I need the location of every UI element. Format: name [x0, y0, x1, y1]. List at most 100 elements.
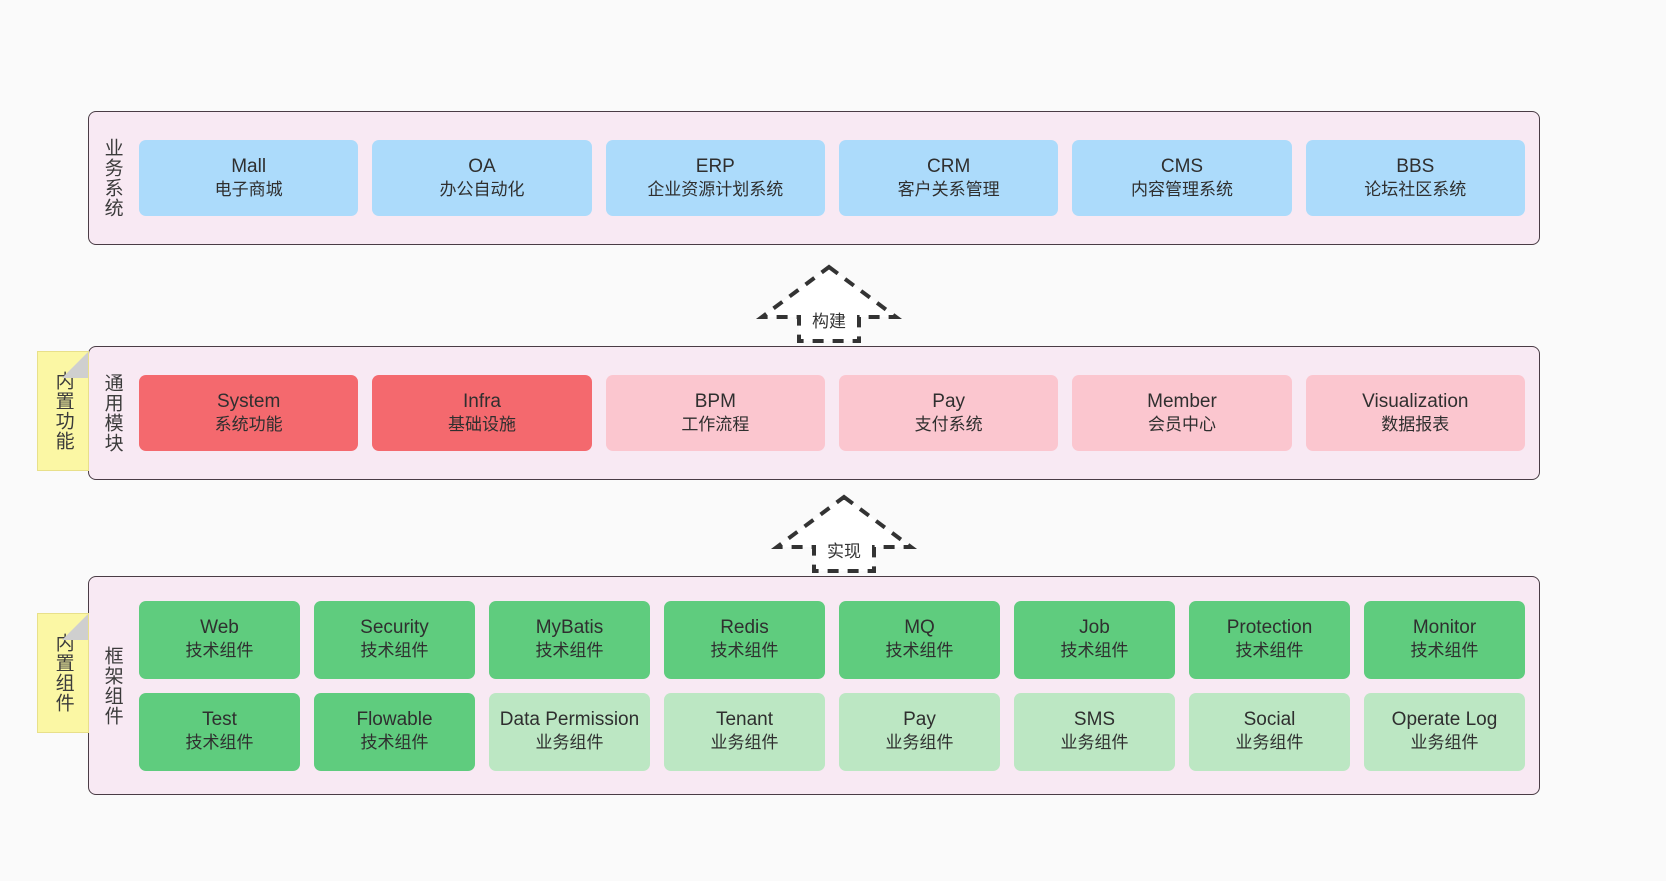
- cell-web[interactable]: Web 技术组件: [139, 600, 300, 679]
- cell-desc: 数据报表: [1381, 414, 1450, 434]
- cell-mybatis[interactable]: MyBatis 技术组件: [489, 600, 650, 679]
- cell-name: Monitor: [1412, 617, 1477, 639]
- cell-test[interactable]: Test 技术组件: [139, 692, 300, 771]
- cell-crm[interactable]: CRM 客户关系管理: [838, 140, 1059, 216]
- cell-name: Protection: [1226, 617, 1313, 639]
- cell-job[interactable]: Job 技术组件: [1014, 600, 1175, 679]
- cell-desc: 系统功能: [214, 414, 283, 434]
- cell-desc: 技术组件: [1235, 641, 1304, 661]
- cell-name: Data Permission: [499, 709, 640, 731]
- layer-body-framework-components: Web 技术组件 Security 技术组件 MyBatis 技术组件 Redi…: [135, 577, 1539, 794]
- build-arrow: 构建: [755, 262, 903, 344]
- cell-name: Security: [360, 617, 429, 639]
- cell-redis[interactable]: Redis 技术组件: [664, 600, 825, 679]
- cell-member[interactable]: Member 会员中心: [1072, 375, 1292, 451]
- cell-pay-biz[interactable]: Pay 业务组件: [839, 692, 1000, 771]
- cell-desc: 业务组件: [535, 733, 604, 753]
- cell-pay[interactable]: Pay 支付系统: [838, 375, 1059, 451]
- cell-mall[interactable]: Mall 电子商城: [139, 140, 359, 216]
- cell-desc: 工作流程: [681, 414, 750, 434]
- cell-name: MQ: [904, 617, 935, 639]
- layer-business-systems[interactable]: 业务系统 Mall 电子商城 OA 办公自动化 ERP 企业资源计划系统 CRM…: [88, 111, 1540, 245]
- cell-name: Member: [1147, 390, 1217, 412]
- cell-data-permission[interactable]: Data Permission 业务组件: [489, 692, 650, 771]
- cell-erp[interactable]: ERP 企业资源计划系统: [605, 140, 825, 216]
- cell-name: Pay: [932, 390, 966, 412]
- layer-framework-components[interactable]: 框架组件 Web 技术组件 Security 技术组件 MyBatis 技术组件…: [88, 576, 1540, 795]
- cell-cms[interactable]: CMS 内容管理系统: [1072, 140, 1292, 216]
- cell-desc: 内容管理系统: [1130, 179, 1233, 199]
- cell-desc: 业务组件: [885, 733, 954, 753]
- cell-desc: 基础设施: [447, 414, 516, 434]
- cell-name: CMS: [1160, 155, 1204, 177]
- layer-body-business-systems: Mall 电子商城 OA 办公自动化 ERP 企业资源计划系统 CRM 客户关系…: [135, 112, 1539, 244]
- cell-name: Visualization: [1362, 390, 1469, 412]
- layer-body-common-modules: System 系统功能 Infra 基础设施 BPM 工作流程 Pay 支付系统…: [135, 347, 1539, 479]
- cell-name: Mall: [231, 155, 267, 177]
- cell-visualization[interactable]: Visualization 数据报表: [1305, 375, 1525, 451]
- cell-name: System: [216, 390, 281, 412]
- cell-name: CRM: [927, 155, 971, 177]
- cell-desc: 技术组件: [360, 641, 429, 661]
- cell-desc: 业务组件: [710, 733, 779, 753]
- cell-row: Web 技术组件 Security 技术组件 MyBatis 技术组件 Redi…: [139, 600, 1525, 679]
- cell-tenant[interactable]: Tenant 业务组件: [664, 692, 825, 771]
- cell-desc: 办公自动化: [439, 179, 525, 199]
- cell-name: Pay: [903, 709, 936, 731]
- cell-name: Infra: [462, 390, 501, 412]
- cell-monitor[interactable]: Monitor 技术组件: [1364, 600, 1525, 679]
- cell-name: BPM: [694, 390, 736, 412]
- cell-mq[interactable]: MQ 技术组件: [839, 600, 1000, 679]
- cell-social[interactable]: Social 业务组件: [1189, 692, 1350, 771]
- cell-desc: 会员中心: [1147, 414, 1216, 434]
- cell-desc: 电子商城: [214, 179, 283, 199]
- cell-sms[interactable]: SMS 业务组件: [1014, 692, 1175, 771]
- cell-flowable[interactable]: Flowable 技术组件: [314, 692, 475, 771]
- cell-name: BBS: [1396, 155, 1435, 177]
- cell-name: Web: [200, 617, 239, 639]
- cell-protection[interactable]: Protection 技术组件: [1189, 600, 1350, 679]
- build-arrow-label: 构建: [812, 312, 846, 331]
- cell-desc: 业务组件: [1060, 733, 1129, 753]
- cell-oa[interactable]: OA 办公自动化: [372, 140, 592, 216]
- cell-row: Test 技术组件 Flowable 技术组件 Data Permission …: [139, 692, 1525, 771]
- cell-system[interactable]: System 系统功能: [139, 375, 359, 451]
- cell-infra[interactable]: Infra 基础设施: [372, 375, 592, 451]
- cell-desc: 客户关系管理: [897, 179, 1000, 199]
- cell-name: Flowable: [356, 709, 433, 731]
- cell-desc: 业务组件: [1410, 733, 1479, 753]
- cell-name: ERP: [695, 155, 735, 177]
- cell-operate-log[interactable]: Operate Log 业务组件: [1364, 692, 1525, 771]
- cell-security[interactable]: Security 技术组件: [314, 600, 475, 679]
- layer-title-framework-components: 框架组件: [101, 645, 123, 726]
- cell-row: System 系统功能 Infra 基础设施 BPM 工作流程 Pay 支付系统…: [139, 375, 1525, 451]
- cell-name: Redis: [720, 617, 769, 639]
- cell-row: Mall 电子商城 OA 办公自动化 ERP 企业资源计划系统 CRM 客户关系…: [139, 140, 1525, 216]
- implement-arrow: 实现: [770, 492, 918, 574]
- cell-desc: 支付系统: [914, 414, 983, 434]
- cell-name: Operate Log: [1391, 709, 1498, 731]
- layer-title-business-systems: 业务系统: [101, 138, 123, 218]
- cell-name: Test: [202, 709, 237, 731]
- cell-bpm[interactable]: BPM 工作流程: [605, 375, 825, 451]
- cell-desc: 技术组件: [535, 641, 604, 661]
- cell-bbs[interactable]: BBS 论坛社区系统: [1305, 140, 1525, 216]
- note-builtin-components: 内置组件: [37, 613, 89, 733]
- cell-name: SMS: [1073, 709, 1116, 731]
- layer-title-common-modules: 通用模块: [101, 373, 123, 453]
- cell-name: Job: [1079, 617, 1110, 639]
- cell-name: MyBatis: [535, 617, 604, 639]
- cell-name: Tenant: [715, 709, 774, 731]
- cell-desc: 技术组件: [1060, 641, 1129, 661]
- implement-arrow-label: 实现: [827, 542, 861, 561]
- cell-desc: 企业资源计划系统: [647, 179, 784, 199]
- layer-common-modules[interactable]: 通用模块 System 系统功能 Infra 基础设施 BPM 工作流程 Pay…: [88, 346, 1540, 480]
- cell-desc: 业务组件: [1235, 733, 1304, 753]
- cell-desc: 技术组件: [360, 733, 429, 753]
- cell-name: Social: [1243, 709, 1296, 731]
- note-builtin-features: 内置功能: [37, 351, 89, 471]
- cell-name: OA: [468, 155, 496, 177]
- cell-desc: 技术组件: [1410, 641, 1479, 661]
- cell-desc: 论坛社区系统: [1364, 179, 1467, 199]
